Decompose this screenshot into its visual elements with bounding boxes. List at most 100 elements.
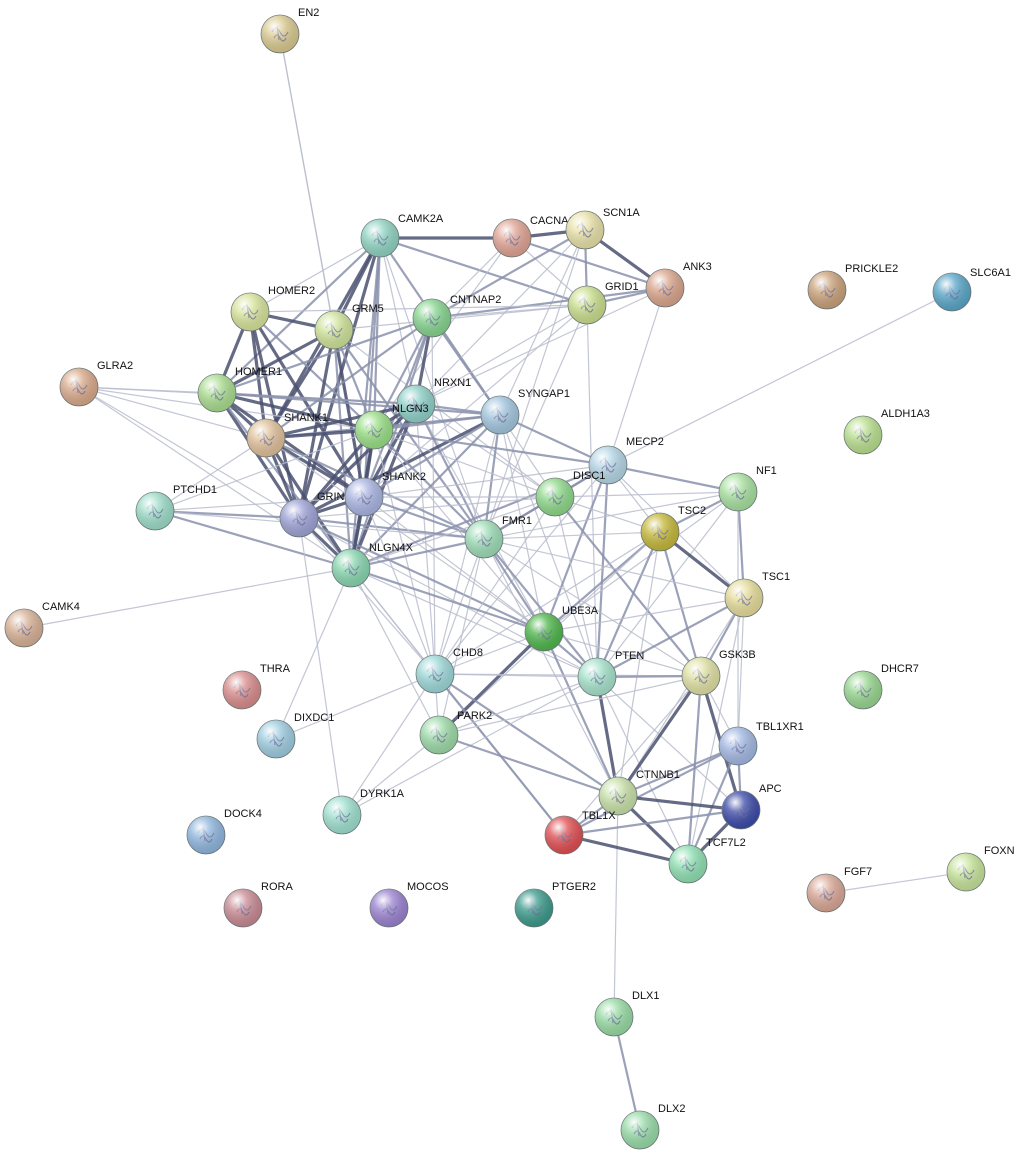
edge-grin2b-dyrk1a [298,517,343,816]
edge-tbl1xr1-tcf7l2 [686,745,740,865]
node-grid1[interactable]: GRID1 [567,281,639,325]
node-thra[interactable]: THRA [222,663,291,710]
node-label-fmr1: FMR1 [502,515,532,527]
node-tsc2[interactable]: TSC2 [640,505,706,552]
edge-chd8-dixdc1 [275,673,436,740]
node-ube3a[interactable]: UBE3A [524,605,599,652]
node-gloss [136,492,174,530]
edge-grin2b-disc1 [298,496,556,519]
node-gloss [641,513,679,551]
edge-ube3a-chd8 [434,631,545,675]
node-label-park2: PARK2 [457,710,492,722]
node-label-homer1: HOMER1 [235,366,282,378]
node-homer2[interactable]: HOMER2 [230,285,315,332]
node-park2[interactable]: PARK2 [419,710,492,755]
node-shank1[interactable]: SHANK1 [246,412,328,458]
node-label-grid1: GRID1 [605,281,639,293]
node-grm5[interactable]: GRM5 [314,303,384,350]
node-aldh1a3[interactable]: ALDH1A3 [843,408,930,455]
edge-grm5-nlgn4x [332,329,353,569]
node-syngap1[interactable]: SYNGAP1 [480,388,570,435]
edge-grm5-shank2 [332,329,366,498]
node-dyrk1a[interactable]: DYRK1A [322,788,405,835]
node-dock4[interactable]: DOCK4 [186,808,262,855]
node-gloss [247,419,285,457]
node-cntnap2[interactable]: CNTNAP2 [412,294,501,338]
node-tsc1[interactable]: TSC1 [724,571,790,618]
node-scn1a[interactable]: SCN1A [565,207,640,250]
node-dixdc1[interactable]: DIXDC1 [256,712,334,759]
node-ank3[interactable]: ANK3 [645,261,712,308]
node-fmr1[interactable]: FMR1 [464,515,532,559]
node-ctnnb1[interactable]: CTNNB1 [598,769,680,816]
node-foxn[interactable]: FOXN [946,845,1015,892]
node-gloss [808,271,846,309]
node-gloss [545,816,583,854]
node-label-foxn: FOXN [984,845,1015,857]
node-gloss [844,671,882,709]
node-gloss [481,396,519,434]
edge-ank3-cntnap2 [431,286,666,320]
node-nlgn3[interactable]: NLGN3 [354,403,429,450]
node-gloss [397,385,435,423]
node-camk2a[interactable]: CAMK2A [360,213,444,258]
node-apc[interactable]: APC [721,783,782,830]
edge-nlgn3-chd8 [373,429,436,675]
node-camk4[interactable]: CAMK4 [4,601,80,648]
node-ptger2[interactable]: PTGER2 [514,881,596,928]
node-label-tbl1x: TBL1X [582,810,616,822]
node-mocos[interactable]: MOCOS [369,881,449,928]
node-shank2[interactable]: SHANK2 [344,471,426,517]
node-dlx2[interactable]: DLX2 [620,1103,686,1150]
node-label-slc6a1: SLC6A1 [970,267,1011,279]
node-slc6a1[interactable]: SLC6A1 [932,267,1011,312]
edge-ptchd1-nlgn4x [154,509,352,570]
node-dhcr7[interactable]: DHCR7 [843,663,919,710]
node-nlgn4x[interactable]: NLGN4X [331,542,414,588]
node-prickle2[interactable]: PRICKLE2 [807,263,898,310]
edge-grm5-homer1 [216,328,335,395]
node-tcf7l2[interactable]: TCF7L2 [668,837,746,884]
node-gloss [198,374,236,412]
edge-syngap1-shank2 [363,414,501,498]
edge-ube3a-park2 [437,630,546,737]
edge-scn1a-fmr1 [483,229,586,540]
node-gloss [725,579,763,617]
node-label-gsk3b: GSK3B [719,649,756,661]
edge-fmr1-gsk3b [483,538,702,677]
node-label-ank3: ANK3 [683,261,712,273]
node-nf1[interactable]: NF1 [718,465,777,512]
node-gloss [682,657,720,695]
node-nrxn1[interactable]: NRXN1 [396,377,471,424]
node-cacna1c[interactable]: CACNA1C [492,215,583,258]
node-tbl1xr1[interactable]: TBL1XR1 [718,721,804,766]
node-fgf7[interactable]: FGF7 [806,866,872,913]
node-en2[interactable]: EN2 [260,7,319,54]
node-pten[interactable]: PTEN [577,650,644,697]
edge-mecp2-chd8 [434,464,609,675]
node-gloss [187,816,225,854]
node-label-mocos: MOCOS [407,881,449,893]
edge-ptchd1-grin2b [154,509,300,520]
node-rora[interactable]: RORA [223,881,293,928]
node-tbl1x[interactable]: TBL1X [544,810,616,855]
node-glra2[interactable]: GLRA2 [59,360,133,407]
node-chd8[interactable]: CHD8 [415,647,483,694]
edge-ctnnb1-apc [617,794,742,812]
edge-nrxn1-shank1 [265,402,417,440]
node-ptchd1[interactable]: PTCHD1 [135,484,217,531]
node-gloss [231,293,269,331]
edge-shank2-fmr1 [363,495,485,541]
node-dlx1[interactable]: DLX1 [594,990,660,1037]
node-gloss [621,1111,659,1149]
node-label-fgf7: FGF7 [844,866,872,878]
edge-grm5-grid1 [333,304,588,331]
node-mecp2[interactable]: MECP2 [588,436,664,485]
node-homer1[interactable]: HOMER1 [197,366,282,413]
edge-grin2b-ube3a [298,517,545,633]
edge-tsc2-pten [595,531,662,678]
edge-cntnap2-syngap1 [431,317,501,416]
node-disc1[interactable]: DISC1 [535,470,605,517]
node-gsk3b[interactable]: GSK3B [681,649,756,696]
